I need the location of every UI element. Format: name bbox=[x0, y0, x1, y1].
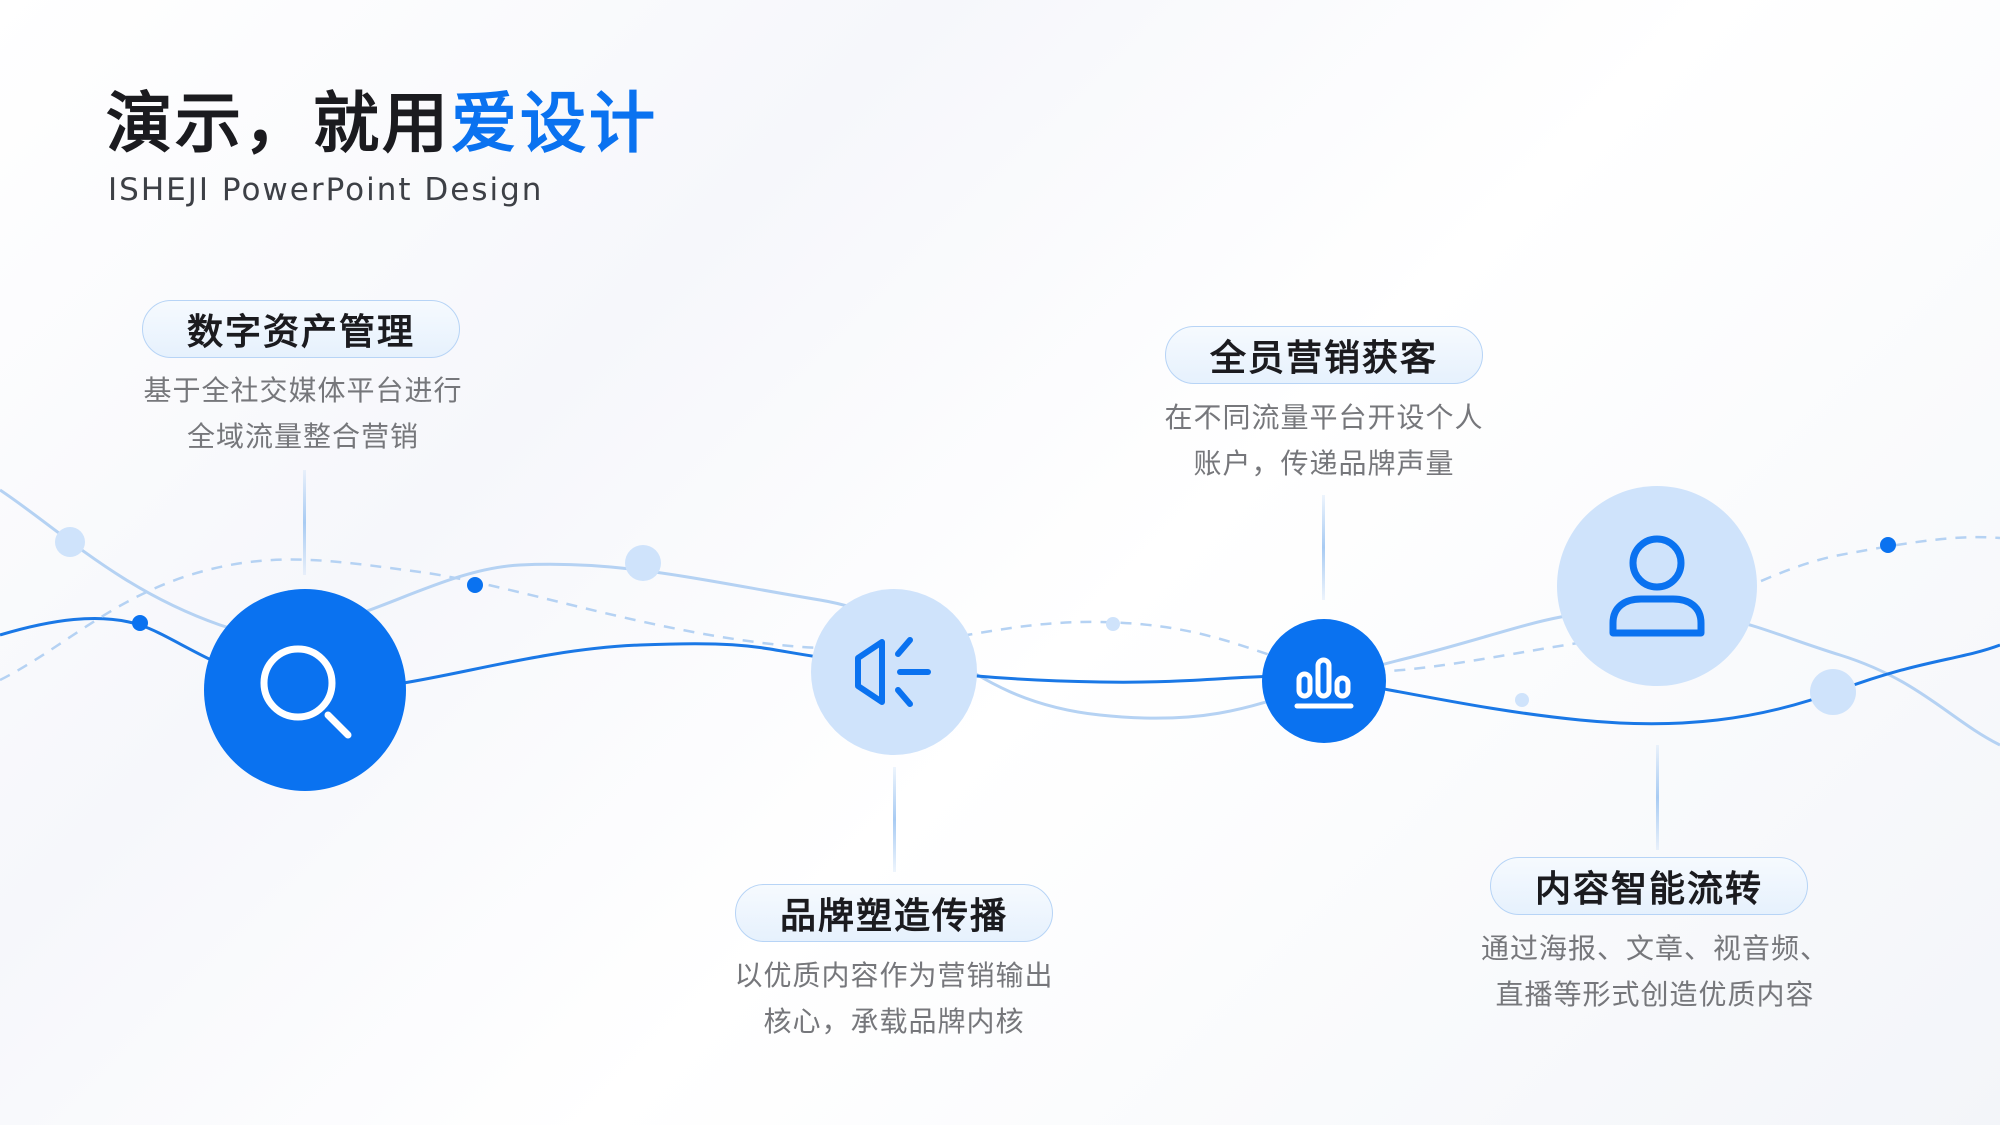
feature-title-pill: 全员营销获客 bbox=[1165, 326, 1483, 384]
feature-description-line: 直播等形式创造优质内容 bbox=[1495, 978, 1815, 1011]
feature-description-line: 基于全社交媒体平台进行 bbox=[143, 374, 463, 407]
search-icon bbox=[260, 645, 352, 739]
title-accent: 爱设计 bbox=[451, 85, 658, 162]
speaker-icon bbox=[855, 637, 931, 707]
connector-line bbox=[1656, 745, 1659, 850]
feature-title-pill: 品牌塑造传播 bbox=[735, 884, 1053, 942]
feature-description-line: 全域流量整合营销 bbox=[186, 420, 419, 453]
page-subtitle: ISHEJI PowerPoint Design bbox=[108, 172, 544, 208]
page-title: 演示，就用爱设计 bbox=[106, 85, 658, 162]
wave-dot bbox=[55, 527, 85, 557]
user-icon bbox=[1609, 535, 1705, 637]
feature-description-line: 核心，承载品牌内核 bbox=[763, 1005, 1025, 1038]
feature-node-digital-assets bbox=[204, 589, 406, 791]
feature-description-line: 在不同流量平台开设个人 bbox=[1164, 401, 1484, 434]
feature-title-pill: 数字资产管理 bbox=[142, 300, 460, 358]
feature-description-line: 账户，传递品牌声量 bbox=[1193, 447, 1455, 480]
bar-chart-icon bbox=[1294, 657, 1354, 709]
connector-line bbox=[303, 470, 306, 575]
feature-description: 以优质内容作为营销输出 核心，承载品牌内核 bbox=[684, 953, 1104, 1045]
wave-dot bbox=[1810, 669, 1856, 715]
wave-dot bbox=[132, 615, 148, 631]
connector-line bbox=[893, 767, 896, 872]
feature-description: 在不同流量平台开设个人 账户，传递品牌声量 bbox=[1114, 395, 1534, 487]
wave-dot bbox=[1515, 693, 1529, 707]
feature-node-marketing bbox=[1262, 619, 1386, 743]
feature-node-content bbox=[1557, 486, 1757, 686]
feature-node-brand bbox=[811, 589, 977, 755]
wave-dot bbox=[1880, 537, 1896, 553]
feature-description: 通过海报、文章、视音频、 直播等形式创造优质内容 bbox=[1445, 926, 1865, 1018]
feature-description: 基于全社交媒体平台进行 全域流量整合营销 bbox=[93, 368, 513, 460]
feature-description-line: 通过海报、文章、视音频、 bbox=[1480, 932, 1829, 965]
feature-title-pill: 内容智能流转 bbox=[1490, 857, 1808, 915]
title-main: 演示，就用 bbox=[106, 85, 451, 162]
wave-dot bbox=[625, 545, 661, 581]
feature-description-line: 以优质内容作为营销输出 bbox=[734, 959, 1054, 992]
wave-dot bbox=[467, 577, 483, 593]
wave-dot bbox=[1106, 617, 1120, 631]
connector-line bbox=[1322, 495, 1325, 600]
